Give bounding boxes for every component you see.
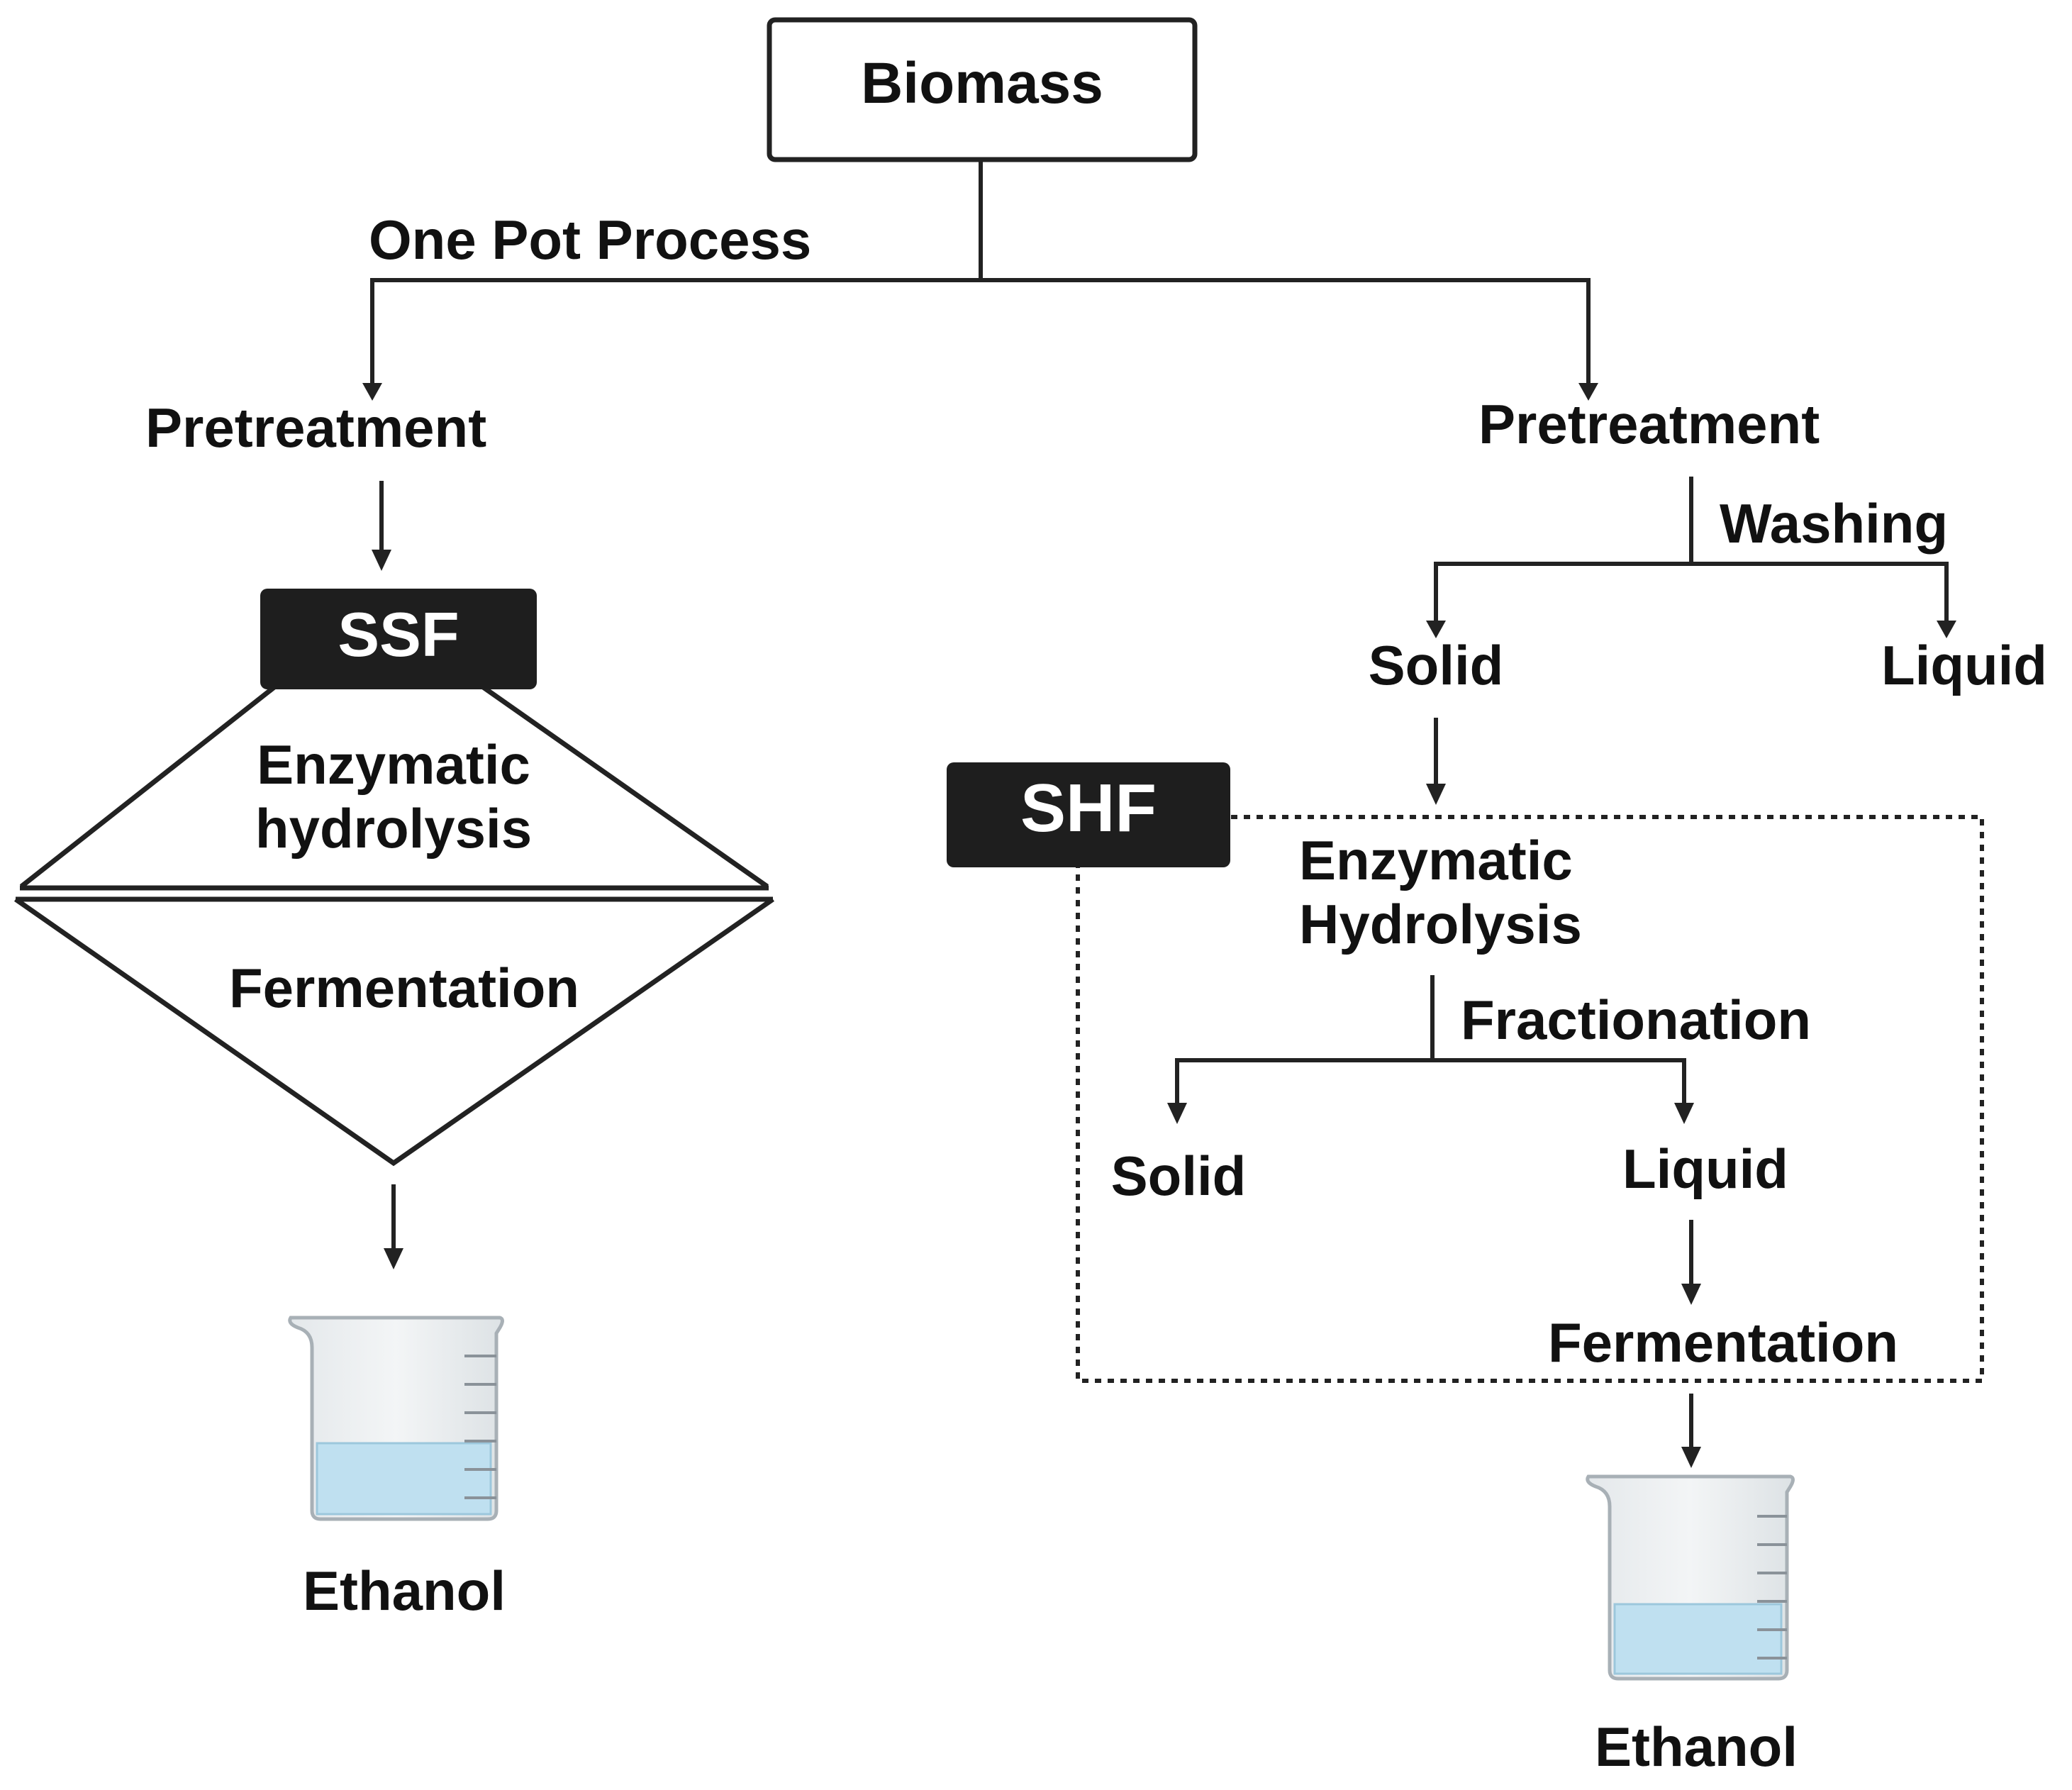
shf-hydrolysis-line1: Enzymatic bbox=[1299, 829, 1573, 891]
right-liquid-label: Liquid bbox=[1881, 634, 2047, 696]
left-beaker-icon bbox=[288, 1316, 504, 1521]
washing-label: Washing bbox=[1720, 492, 1948, 555]
shf-badge: SHF bbox=[947, 762, 1230, 867]
right-solid-label: Solid bbox=[1369, 634, 1504, 696]
left-arrow-to-ethanol bbox=[384, 1184, 403, 1269]
shf-hydrolysis-line2: Hydrolysis bbox=[1299, 893, 1582, 955]
shf-solid-label: Solid bbox=[1111, 1145, 1247, 1207]
ssf-diamond: Enzymatic hydrolysis Fermentation bbox=[13, 684, 774, 1167]
biomass-label: Biomass bbox=[861, 51, 1103, 116]
ssf-badge-label: SSF bbox=[338, 599, 459, 669]
left-pretreatment-label: Pretreatment bbox=[145, 396, 486, 459]
shf-badge-label: SHF bbox=[1020, 770, 1157, 846]
right-arrow-to-ethanol bbox=[1681, 1394, 1701, 1468]
liquid-arrow-to-fermentation bbox=[1681, 1220, 1701, 1305]
solid-arrow-to-shf bbox=[1426, 718, 1446, 805]
ssf-badge: SSF bbox=[260, 589, 537, 689]
fractionation-label: Fractionation bbox=[1461, 989, 1811, 1051]
left-ethanol-label: Ethanol bbox=[303, 1560, 506, 1622]
shf-dotted-box bbox=[1076, 815, 1984, 1383]
ssf-hydrolysis-line1: Enzymatic bbox=[257, 733, 530, 796]
fractionation-split-connector bbox=[1167, 975, 1694, 1124]
left-arrow-to-ssf bbox=[372, 481, 391, 571]
one-pot-process-label: One Pot Process bbox=[369, 209, 811, 271]
top-split-connector bbox=[362, 160, 1598, 401]
ssf-fermentation-label: Fermentation bbox=[229, 957, 579, 1019]
ssf-hydrolysis-line2: hydrolysis bbox=[255, 797, 532, 860]
shf-liquid-label: Liquid bbox=[1622, 1138, 1788, 1200]
right-pretreatment-label: Pretreatment bbox=[1478, 393, 1820, 455]
shf-fermentation-label: Fermentation bbox=[1548, 1311, 1898, 1374]
washing-split-connector bbox=[1426, 477, 1956, 638]
right-ethanol-label: Ethanol bbox=[1595, 1716, 1798, 1778]
biomass-node: Biomass bbox=[767, 17, 1198, 162]
right-beaker-icon bbox=[1586, 1474, 1795, 1681]
